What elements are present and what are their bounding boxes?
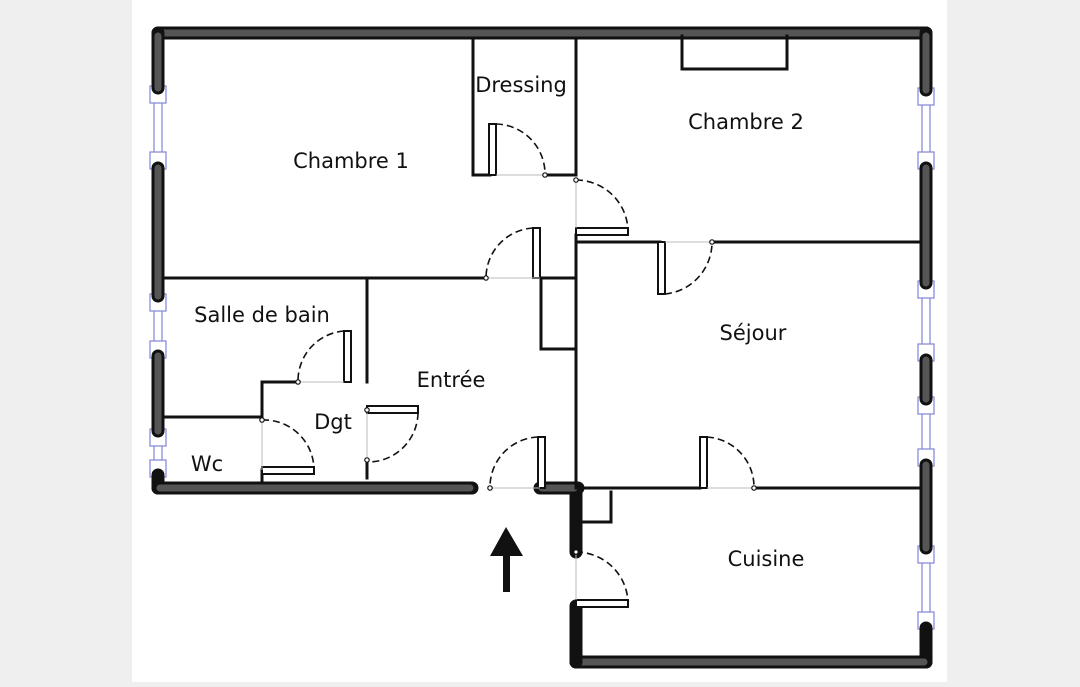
room-label-chambre2: Chambre 2 [688, 110, 804, 134]
arrow-up-icon [490, 527, 523, 592]
door-cuisine [573, 549, 629, 608]
door-wc [259, 417, 315, 475]
door-salle-de-bain [295, 330, 352, 385]
exterior-walls [151, 26, 933, 669]
room-label-wc: Wc [191, 452, 223, 476]
room-label-dgt: Dgt [314, 410, 352, 434]
room-label-chambre1: Chambre 1 [293, 149, 409, 173]
door-dressing [488, 123, 548, 178]
door-chambre1 [483, 227, 541, 281]
room-label-cuisine: Cuisine [728, 547, 805, 571]
door-entree-dgt [364, 405, 419, 463]
interior-walls [163, 34, 922, 524]
doors [259, 123, 757, 608]
room-label-dressing: Dressing [475, 73, 567, 97]
room-label-salle-de-bain: Salle de bain [194, 303, 330, 327]
room-label-sejour: Séjour [720, 321, 787, 345]
door-sejour-top [657, 239, 715, 295]
door-chambre2 [573, 177, 629, 236]
room-label-entree: Entrée [417, 368, 486, 392]
door-sejour-cuisine [699, 436, 757, 491]
door-front [487, 436, 546, 491]
window-cuisine [917, 545, 935, 630]
